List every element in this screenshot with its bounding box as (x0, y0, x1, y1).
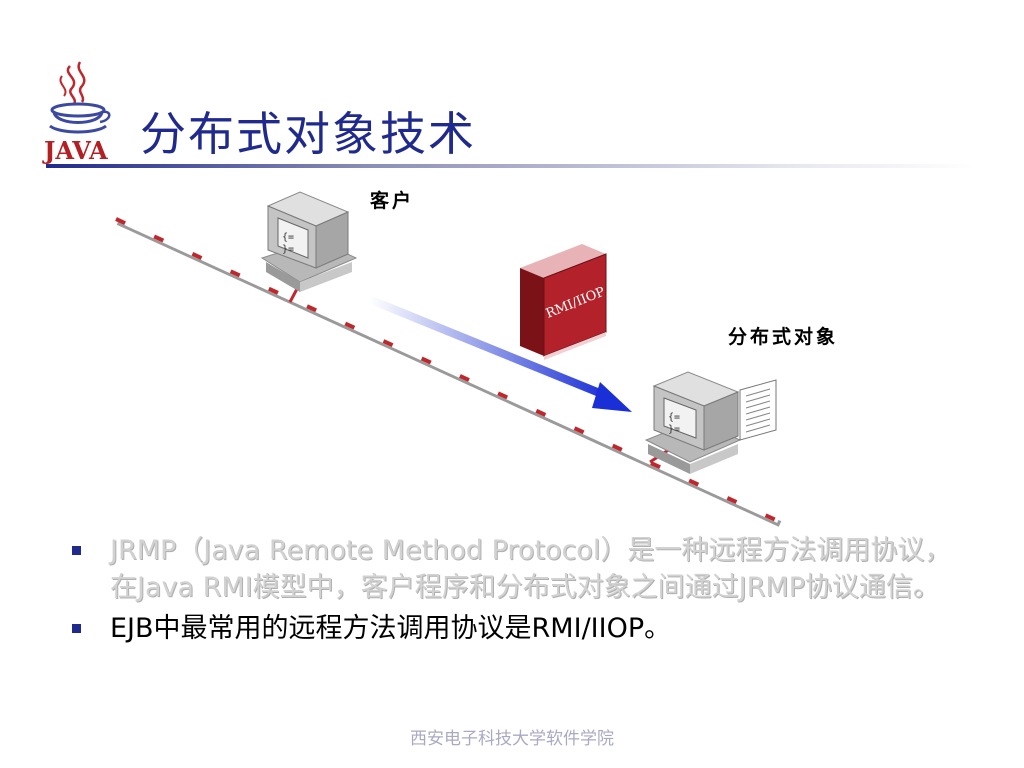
svg-text:{=: {= (668, 412, 680, 423)
bullet-square-icon (72, 546, 81, 555)
page-title: 分布式对象技术 (140, 107, 476, 161)
distributed-object-label: 分布式对象 (728, 326, 839, 348)
footer-text: 西安电子科技大学软件学院 (410, 729, 614, 749)
title-underline (46, 164, 976, 168)
bullet-item: EJB中最常用的远程方法调用协议是RMI/IIOP。 (72, 610, 972, 647)
server-computer-icon: {= }= (644, 371, 777, 474)
client-label: 客户 (370, 190, 415, 212)
svg-text:}=: }= (668, 424, 680, 435)
bullet-text: EJB中最常用的远程方法调用协议是RMI/IIOP。 (110, 613, 672, 644)
bullet-list: JRMP（Java Remote Method Protocol）是一种远程方法… (72, 532, 972, 651)
java-coffee-cup-icon (49, 61, 111, 134)
svg-text:}=: }= (282, 244, 294, 255)
bullet-square-icon (72, 624, 81, 633)
client-computer-icon: {= }= (260, 191, 358, 303)
bullet-item: JRMP（Java Remote Method Protocol）是一种远程方法… (72, 532, 972, 606)
bullet-text: JRMP（Java Remote Method Protocol）是一种远程方法… (110, 535, 952, 603)
network-diagram: {= }= RMI/IIOP {= }= (115, 191, 782, 527)
java-logo-text: JAVA (44, 136, 108, 165)
rmi-iiop-book-icon: RMI/IIOP (520, 244, 607, 360)
svg-text:{=: {= (282, 232, 294, 243)
